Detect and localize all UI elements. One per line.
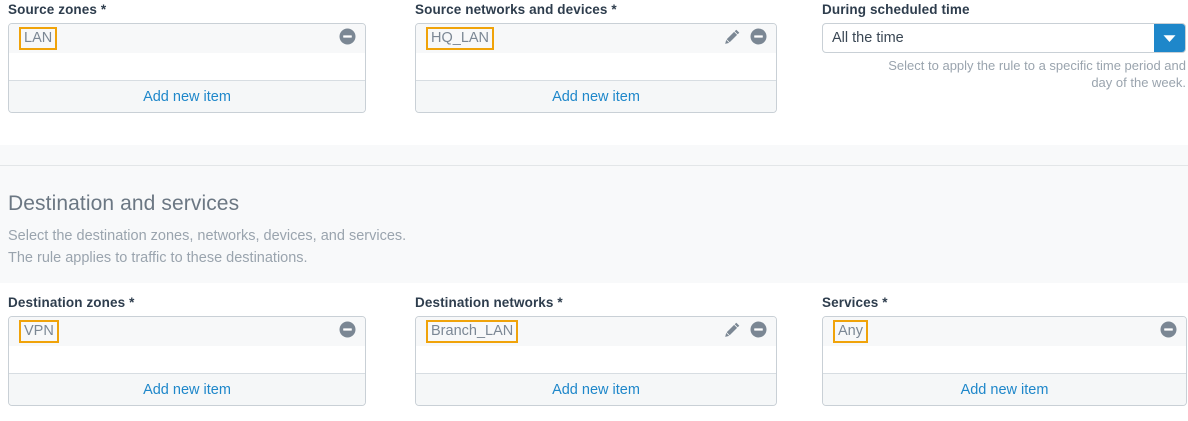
help-line-2: day of the week. xyxy=(1091,75,1186,90)
row-actions xyxy=(724,321,767,343)
services-label: Services * xyxy=(822,295,1187,311)
source-networks-field: Source networks and devices * HQ_LAN xyxy=(415,2,777,113)
section-divider xyxy=(0,165,1188,166)
section-description: Select the destination zones, networks, … xyxy=(8,225,406,269)
source-networks-add-footer[interactable]: Add new item xyxy=(416,81,776,112)
empty-item-row xyxy=(9,53,365,80)
card-divider xyxy=(416,373,776,374)
scheduled-time-label-text: During scheduled time xyxy=(822,2,970,17)
empty-item-row xyxy=(823,346,1186,373)
services-item-list: Any xyxy=(823,317,1186,373)
scheduled-time-label: During scheduled time xyxy=(822,2,1186,18)
minus-circle-icon[interactable] xyxy=(339,28,356,50)
add-new-item-link[interactable]: Add new item xyxy=(552,88,640,105)
pencil-icon[interactable] xyxy=(724,321,741,343)
description-line-1: Select the destination zones, networks, … xyxy=(8,228,407,244)
source-networks-label: Source networks and devices * xyxy=(415,2,777,18)
destination-networks-item-list: Branch_LAN xyxy=(416,317,776,373)
list-item[interactable]: Any xyxy=(823,317,1186,346)
source-networks-label-text: Source networks and devices xyxy=(415,2,608,17)
description-line-2: The rule applies to traffic to these des… xyxy=(8,250,308,266)
destination-zones-add-footer[interactable]: Add new item xyxy=(9,374,365,405)
destination-zones-label: Destination zones * xyxy=(8,295,366,311)
required-marker: * xyxy=(557,295,563,310)
services-label-text: Services xyxy=(822,295,879,310)
pencil-icon[interactable] xyxy=(724,28,741,50)
card-divider xyxy=(416,80,776,81)
services-field: Services * Any Add new item xyxy=(822,295,1187,406)
required-marker: * xyxy=(129,295,135,310)
destination-networks-field: Destination networks * Branch_LAN xyxy=(415,295,777,406)
list-item[interactable]: Branch_LAN xyxy=(416,317,776,346)
item-tag: Branch_LAN xyxy=(426,320,519,343)
scheduled-time-select[interactable]: All the time xyxy=(822,23,1186,53)
item-tag: Any xyxy=(833,320,868,343)
minus-circle-icon[interactable] xyxy=(750,321,767,343)
destination-networks-label-text: Destination networks xyxy=(415,295,554,310)
source-zones-add-footer[interactable]: Add new item xyxy=(9,81,365,112)
card-divider xyxy=(9,373,365,374)
help-line-1: Select to apply the rule to a specific t… xyxy=(888,58,1186,73)
services-add-footer[interactable]: Add new item xyxy=(823,374,1186,405)
section-title: Destination and services xyxy=(8,192,240,215)
item-tag: HQ_LAN xyxy=(426,27,495,50)
list-item[interactable]: LAN xyxy=(9,24,365,53)
add-new-item-link[interactable]: Add new item xyxy=(960,381,1049,398)
row-actions xyxy=(339,28,356,50)
chevron-down-icon[interactable] xyxy=(1154,24,1185,52)
scheduled-time-help: Select to apply the rule to a specific t… xyxy=(822,57,1186,91)
scheduled-time-selected-value: All the time xyxy=(832,30,904,46)
row-actions xyxy=(1160,321,1177,343)
item-tag: VPN xyxy=(19,320,59,343)
source-zones-label-text: Source zones xyxy=(8,2,97,17)
destination-section-header: Destination and services Select the dest… xyxy=(0,145,1188,283)
list-item[interactable]: VPN xyxy=(9,317,365,346)
destination-networks-add-footer[interactable]: Add new item xyxy=(416,374,776,405)
destination-zones-field: Destination zones * VPN Add new item xyxy=(8,295,366,406)
minus-circle-icon[interactable] xyxy=(750,28,767,50)
required-marker: * xyxy=(100,2,107,17)
list-item[interactable]: HQ_LAN xyxy=(416,24,776,53)
destination-networks-card: Branch_LAN xyxy=(415,316,777,406)
required-marker: * xyxy=(882,295,888,310)
source-zones-item-list: LAN xyxy=(9,24,365,80)
destination-zones-label-text: Destination zones xyxy=(8,295,126,310)
source-networks-item-list: HQ_LAN xyxy=(416,24,776,80)
add-new-item-link[interactable]: Add new item xyxy=(552,381,640,398)
minus-circle-icon[interactable] xyxy=(1160,321,1177,343)
add-new-item-link[interactable]: Add new item xyxy=(143,381,231,398)
destination-networks-label: Destination networks * xyxy=(415,295,777,311)
destination-zones-item-list: VPN xyxy=(9,317,365,373)
source-zones-label: Source zones * xyxy=(8,2,366,18)
add-new-item-link[interactable]: Add new item xyxy=(143,88,231,105)
minus-circle-icon[interactable] xyxy=(339,321,356,343)
required-marker: * xyxy=(611,2,617,17)
scheduled-time-field: During scheduled time All the time Selec… xyxy=(822,2,1186,91)
services-card: Any Add new item xyxy=(822,316,1187,406)
row-actions xyxy=(339,321,356,343)
destination-zones-card: VPN Add new item xyxy=(8,316,366,406)
empty-item-row xyxy=(416,53,776,80)
source-zones-card: LAN Add new item xyxy=(8,23,366,113)
item-tag: LAN xyxy=(19,27,58,50)
source-zones-field: Source zones * LAN Add new item xyxy=(8,2,366,113)
source-networks-card: HQ_LAN xyxy=(415,23,777,113)
row-actions xyxy=(724,28,767,50)
card-divider xyxy=(823,373,1186,374)
empty-item-row xyxy=(416,346,776,373)
empty-item-row xyxy=(9,346,365,373)
card-divider xyxy=(9,80,365,81)
